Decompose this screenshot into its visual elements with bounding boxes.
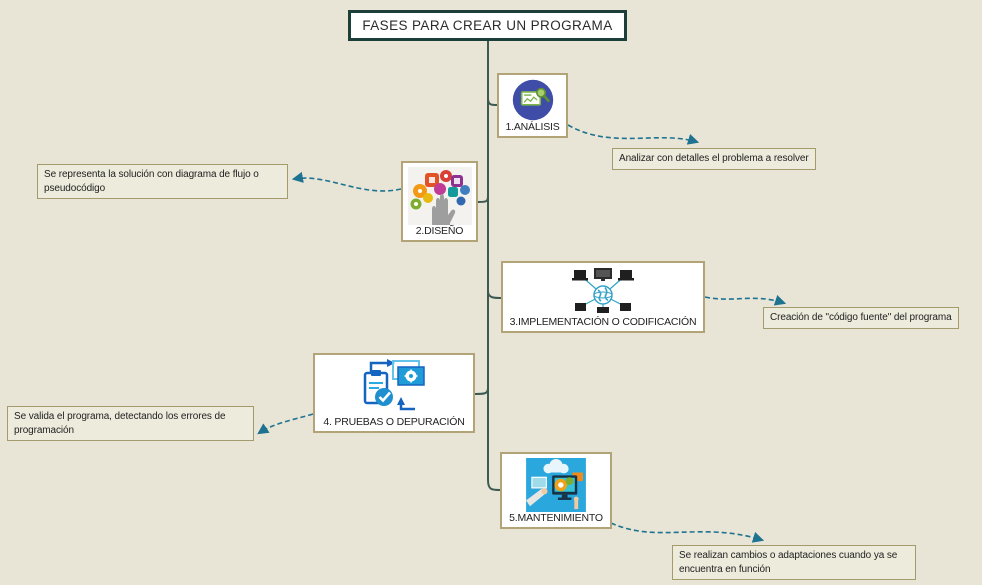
link-curve-implementacion	[704, 294, 787, 306]
branch-line-1	[487, 97, 498, 106]
node-label: 2.DISEÑO	[415, 225, 464, 237]
root-topic[interactable]: FASES PARA CREAR UN PROGRAMA	[348, 10, 627, 41]
branch-line-2	[477, 195, 489, 203]
node-label: 4. PRUEBAS O DEPURACIÓN	[323, 416, 465, 428]
analysis-chart-magnifier-icon	[512, 79, 553, 121]
maintenance-computer-icon	[526, 458, 586, 512]
annotation-mantenimiento[interactable]: Se realizan cambios o adaptaciones cuand…	[672, 545, 916, 580]
node-label: 5.MANTENIMIENTO	[509, 512, 603, 524]
annotation-text: Analizar con detalles el problema a reso…	[619, 153, 809, 164]
network-computers-globe-icon	[572, 268, 634, 313]
design-hand-collage-icon	[407, 167, 472, 225]
node-analisis[interactable]: 1.ANÁLISIS	[497, 73, 568, 138]
testing-clipboard-check-icon	[363, 359, 425, 411]
branch-line-4	[474, 387, 489, 395]
node-implementacion[interactable]: 3.IMPLEMENTACIÓN O CODIFICACIÓN	[501, 261, 705, 333]
annotation-diseno[interactable]: Se representa la solución con diagrama d…	[37, 164, 288, 199]
trunk-line	[487, 41, 501, 491]
annotation-pruebas[interactable]: Se valida el programa, detectando los er…	[7, 406, 254, 441]
node-label: 1.ANÁLISIS	[505, 121, 560, 133]
annotation-implementacion[interactable]: Creación de "código fuente" del programa	[763, 307, 959, 329]
link-curve-analisis	[567, 124, 700, 145]
link-curve-pruebas	[257, 413, 314, 435]
annotation-text: Se valida el programa, detectando los er…	[14, 411, 226, 436]
annotation-text: Se representa la solución con diagrama d…	[44, 169, 259, 194]
annotation-text: Se realizan cambios o adaptaciones cuand…	[679, 550, 898, 575]
annotation-analisis[interactable]: Analizar con detalles el problema a reso…	[612, 148, 816, 170]
annotation-text: Creación de "código fuente" del programa	[770, 312, 952, 323]
node-label: 3.IMPLEMENTACIÓN O CODIFICACIÓN	[509, 316, 697, 328]
node-mantenimiento[interactable]: 5.MANTENIMIENTO	[500, 452, 612, 529]
link-curve-mantenimiento	[610, 522, 765, 543]
node-pruebas[interactable]: 4. PRUEBAS O DEPURACIÓN	[313, 353, 475, 433]
link-curve-diseno	[291, 171, 402, 192]
root-topic-label: FASES PARA CREAR UN PROGRAMA	[362, 18, 613, 33]
node-diseno[interactable]: 2.DISEÑO	[401, 161, 478, 242]
branch-line-3	[487, 290, 502, 299]
